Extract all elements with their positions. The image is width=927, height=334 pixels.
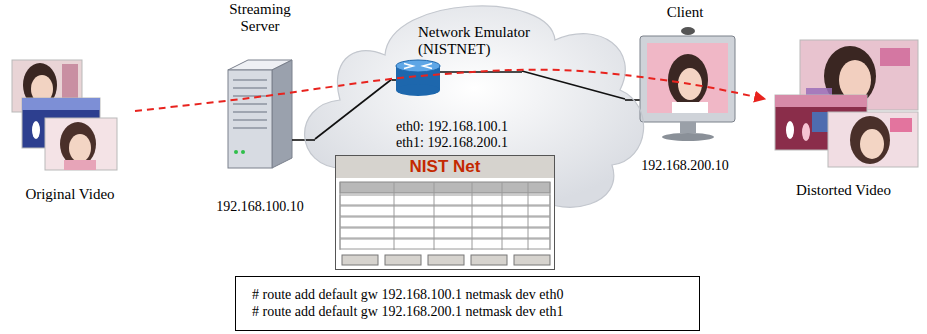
table-row — [340, 206, 550, 216]
face — [69, 134, 91, 162]
monitor-screen — [647, 43, 728, 113]
server-node-text: Streaming Server — [218, 1, 302, 36]
distortion-block — [890, 118, 912, 132]
webcam — [681, 27, 695, 35]
table-header — [340, 182, 550, 193]
router-base — [396, 84, 440, 96]
hair — [60, 122, 96, 166]
client-node-text: Client — [667, 4, 704, 21]
stream-path-arrow — [135, 70, 765, 111]
dancer — [802, 123, 810, 141]
window-button — [471, 255, 507, 265]
table-row — [340, 228, 550, 238]
server-front — [228, 70, 272, 168]
video-frame — [45, 118, 117, 170]
server-node: Streaming Server 192.168.100.10 — [205, 1, 315, 215]
network-link — [522, 71, 625, 99]
distorted-video-frames — [775, 40, 918, 167]
dancer — [786, 121, 794, 139]
clothing — [672, 102, 708, 113]
server-icon — [228, 60, 315, 168]
router-node-text: eth1: 192.168.200.1 — [396, 135, 508, 151]
original-video-frames — [12, 60, 117, 170]
table-row — [340, 195, 550, 205]
table-column — [502, 182, 503, 250]
video-output: Distorted Video — [765, 29, 922, 199]
distortion-block — [880, 48, 910, 66]
command-box-text: # route add default gw 192.168.200.1 net… — [252, 304, 563, 320]
router-node-text: eth0: 192.168.100.1 — [396, 119, 508, 135]
command-box-text: # route add default gw 192.168.100.1 net… — [252, 287, 563, 303]
server-led — [234, 150, 238, 154]
router-node: eth0: 192.168.100.1eth1: 192.168.200.1 — [392, 57, 522, 151]
video-output-text: Distorted Video — [796, 182, 891, 199]
dancer — [32, 121, 40, 139]
table-row — [340, 217, 550, 227]
client-node-text: 192.168.200.10 — [641, 158, 729, 174]
video-source-text: Original Video — [25, 186, 114, 203]
stage-lights — [775, 95, 867, 107]
emulator-window-text: NIST Net — [410, 157, 481, 177]
monitor-stand — [680, 122, 696, 133]
window-button — [428, 255, 464, 265]
title-bar — [336, 156, 554, 178]
window-button — [514, 255, 550, 265]
router-arrows — [404, 64, 432, 69]
table-column — [472, 182, 473, 250]
server-side — [272, 60, 292, 168]
router-top — [396, 60, 440, 72]
video-frame — [828, 112, 918, 167]
video-source: Original Video — [5, 49, 135, 203]
hair — [668, 54, 708, 106]
server-node-text: 192.168.100.10 — [216, 199, 304, 215]
command-box: # route add default gw 192.168.100.1 net… — [235, 276, 700, 331]
window-button — [342, 255, 378, 265]
window-button — [385, 255, 421, 265]
table-column — [394, 182, 395, 250]
wire-stub — [292, 139, 315, 141]
distortion-block — [812, 112, 828, 132]
face — [860, 129, 884, 159]
network-cloud-text: Network Emulator (NISTNET) — [418, 24, 538, 59]
table-column — [340, 182, 341, 250]
face — [839, 60, 871, 100]
table-row — [340, 239, 550, 249]
hair — [850, 116, 890, 164]
server-slots — [233, 80, 267, 128]
clothing — [64, 160, 96, 170]
stage-lights — [22, 98, 100, 110]
router-icon — [392, 60, 522, 96]
client-node: Client 192.168.200.10 — [625, 4, 745, 174]
table-column — [528, 182, 529, 250]
table-column — [434, 182, 435, 250]
server-led — [241, 150, 245, 154]
monitor-base — [662, 133, 714, 141]
table-column — [550, 182, 551, 250]
client-icon — [625, 27, 735, 141]
emulator-window: NIST Net — [335, 155, 555, 270]
